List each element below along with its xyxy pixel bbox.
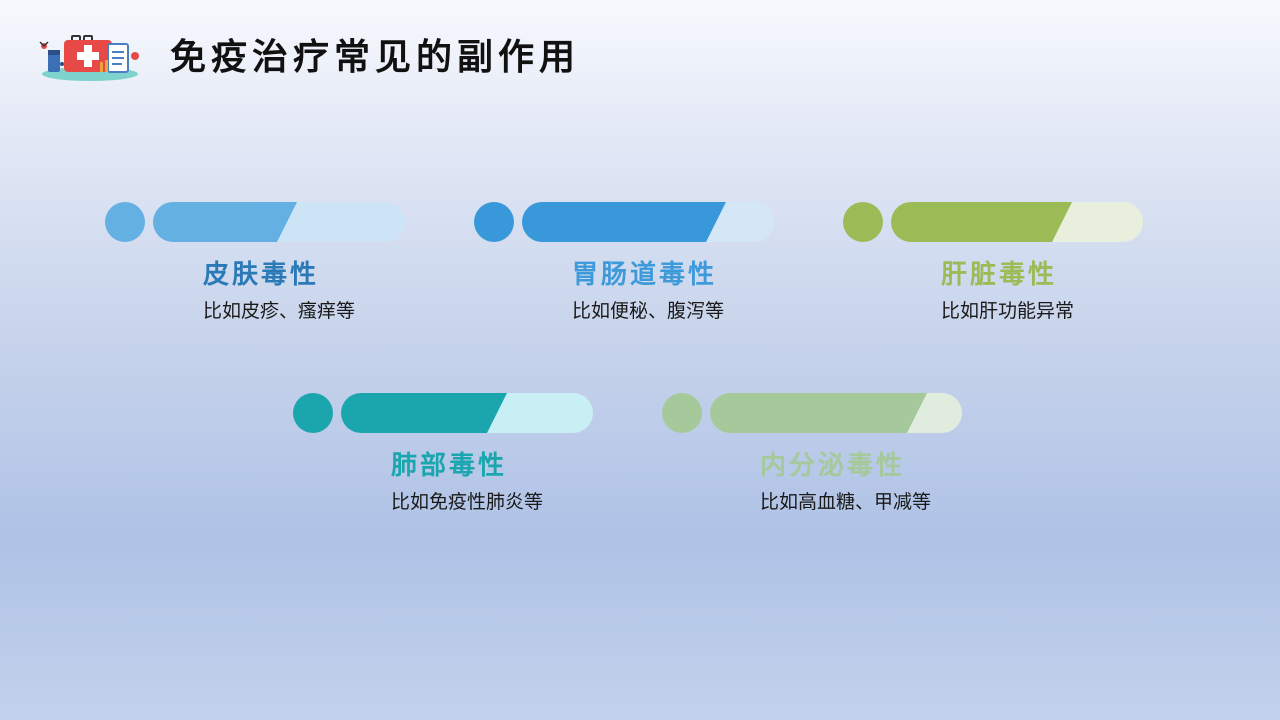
item-description: 比如高血糖、甲减等 (760, 491, 932, 513)
item-progress-bar (341, 393, 593, 433)
item-lung-toxicity: 肺部毒性 比如免疫性肺炎等 (293, 393, 613, 523)
item-skin-toxicity: 皮肤毒性 比如皮疹、瘙痒等 (105, 202, 425, 332)
item-title: 胃肠道毒性 (572, 260, 718, 290)
item-description: 比如皮疹、瘙痒等 (203, 300, 356, 322)
item-progress-fill (341, 393, 507, 433)
item-progress-bar (522, 202, 774, 242)
item-gi-toxicity: 胃肠道毒性 比如便秘、腹泻等 (474, 202, 794, 332)
item-marker-dot (843, 202, 883, 242)
item-marker-dot (662, 393, 702, 433)
item-progress-fill (522, 202, 726, 242)
item-progress-fill (710, 393, 927, 433)
item-progress-bar (710, 393, 962, 433)
item-liver-toxicity: 肝脏毒性 比如肝功能异常 (843, 202, 1163, 332)
item-progress-bar (891, 202, 1143, 242)
medical-kit-icon (39, 35, 139, 81)
item-title: 肺部毒性 (391, 451, 508, 481)
item-marker-dot (105, 202, 145, 242)
item-marker-dot (293, 393, 333, 433)
item-progress-fill (891, 202, 1072, 242)
item-description: 比如肝功能异常 (941, 300, 1075, 322)
item-description: 比如免疫性肺炎等 (391, 491, 544, 513)
item-marker-dot (474, 202, 514, 242)
item-title: 皮肤毒性 (203, 260, 320, 290)
item-title: 肝脏毒性 (941, 260, 1058, 290)
item-endocrine-toxicity: 内分泌毒性 比如高血糖、甲减等 (662, 393, 982, 523)
item-title: 内分泌毒性 (760, 451, 906, 481)
item-progress-fill (153, 202, 297, 242)
item-progress-bar (153, 202, 405, 242)
page-title: 免疫治疗常见的副作用 (170, 37, 581, 78)
item-description: 比如便秘、腹泻等 (572, 300, 725, 322)
